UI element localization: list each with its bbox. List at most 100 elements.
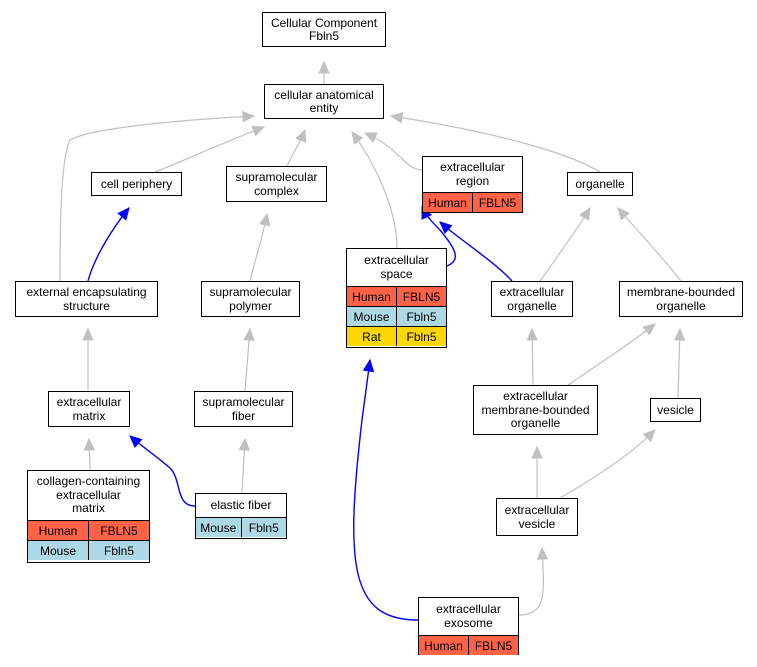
arrowhead-icon xyxy=(318,60,330,74)
edge-extmemb-to-membbound xyxy=(567,323,656,386)
edge-exosome-to-extspace xyxy=(353,359,419,621)
go-term-node-collagen[interactable]: collagen-containing extracellular matrix… xyxy=(27,470,150,563)
go-term-label: extracellular membrane-bounded organelle xyxy=(481,389,590,431)
edge-exosome-to-extvesicle xyxy=(518,547,544,616)
go-term-label: extracellular organelle xyxy=(499,285,565,313)
arrowhead-icon xyxy=(579,206,591,221)
go-term-node-extmatrix[interactable]: extracellular matrix xyxy=(48,391,130,427)
arrowhead-icon xyxy=(259,212,271,227)
go-term-label: organelle xyxy=(575,176,625,191)
gene-cell: Fbln5 xyxy=(88,540,149,560)
go-term-label: membrane-bounded organelle xyxy=(626,285,736,313)
go-term-node-organelle[interactable]: organelle xyxy=(567,172,633,196)
go-term-node-cellper[interactable]: cell periphery xyxy=(91,172,182,196)
edge-extspace-to-cae xyxy=(351,131,398,249)
edge-extvesicle-to-vesicle xyxy=(559,429,656,499)
go-term-node-extmemb[interactable]: extracellular membrane-bounded organelle xyxy=(473,385,598,435)
edge-extorg-to-extregion xyxy=(439,221,513,282)
arrowhead-icon xyxy=(129,435,143,448)
arrowhead-icon xyxy=(673,327,686,341)
go-term-label: supramolecular complex xyxy=(235,170,318,198)
arrowhead-icon xyxy=(295,128,307,143)
edge-membbound-to-organelle xyxy=(617,207,682,282)
edge-extencap-to-cellper xyxy=(87,207,130,282)
arrowhead-icon xyxy=(642,323,656,336)
gene-cell: Fbln5 xyxy=(240,517,286,537)
arrowhead-icon xyxy=(536,546,549,560)
gene-cell: FBLN5 xyxy=(396,286,446,307)
arrowhead-icon xyxy=(242,110,256,123)
go-term-label: supramolecular polymer xyxy=(209,285,292,313)
arrowhead-icon xyxy=(362,358,375,373)
go-term-label: extracellular region xyxy=(440,160,505,188)
gene-cell: FBLN5 xyxy=(88,520,149,541)
go-term-label: extracellular exosome xyxy=(436,602,501,630)
arrowhead-icon xyxy=(531,445,543,459)
species-cell: Mouse xyxy=(28,540,89,560)
go-term-node-extencap[interactable]: external encapsulating structure xyxy=(15,281,158,317)
edge-extorg-to-organelle xyxy=(539,207,591,282)
go-term-node-supropoly[interactable]: supramolecular polymer xyxy=(201,281,300,317)
go-term-label: elastic fiber xyxy=(210,497,272,512)
arrowhead-icon xyxy=(82,327,94,341)
go-term-label: external encapsulating structure xyxy=(26,285,147,313)
go-term-label: extracellular vesicle xyxy=(504,503,570,531)
edge-elastic-to-extmatrix xyxy=(129,435,196,507)
species-cell: Mouse xyxy=(196,517,241,537)
go-term-node-vesicle[interactable]: vesicle xyxy=(650,398,701,422)
species-cell: Human xyxy=(347,286,397,307)
arrowhead-icon xyxy=(238,437,251,451)
gene-cell: FBLN5 xyxy=(472,192,522,212)
go-term-node-extorg[interactable]: extracellular organelle xyxy=(491,281,573,317)
go-term-label: extracellular matrix xyxy=(56,395,122,423)
go-term-label: supramolecular fiber xyxy=(202,395,285,423)
go-term-label: Cellular Component Fbln5 xyxy=(270,15,378,43)
arrowhead-icon xyxy=(526,327,538,341)
arrowhead-icon xyxy=(642,429,656,443)
species-cell: Rat xyxy=(347,326,397,346)
arrowhead-icon xyxy=(117,207,130,221)
go-term-label: cell periphery xyxy=(100,176,173,191)
gene-cell: Fbln5 xyxy=(396,326,446,346)
edge-vesicle-to-membbound xyxy=(677,328,681,399)
gene-cell: Fbln5 xyxy=(396,306,446,327)
go-term-node-supracomplex[interactable]: supramolecular complex xyxy=(226,166,327,202)
species-cell: Human xyxy=(28,520,89,541)
species-cell: Human xyxy=(419,635,469,655)
edge-organelle-to-cae xyxy=(390,115,601,173)
edge-extencap-to-cae xyxy=(59,115,255,282)
go-term-label: extracellular space xyxy=(364,253,429,281)
go-term-node-root[interactable]: Cellular Component Fbln5 xyxy=(262,12,386,47)
gene-cell: FBLN5 xyxy=(468,635,518,655)
arrowhead-icon xyxy=(617,207,630,221)
go-term-label: cellular anatomical entity xyxy=(274,87,374,115)
species-cell: Human xyxy=(423,192,473,212)
arrowhead-icon xyxy=(251,125,266,137)
arrowhead-icon xyxy=(439,221,453,234)
arrowhead-icon xyxy=(83,437,96,451)
arrowhead-icon xyxy=(363,132,378,143)
go-term-node-membbound[interactable]: membrane-bounded organelle xyxy=(619,281,743,317)
go-term-node-extvesicle[interactable]: extracellular vesicle xyxy=(496,498,578,536)
arrowhead-icon xyxy=(243,327,255,341)
arrowhead-icon xyxy=(389,112,404,124)
go-term-node-suprafiber[interactable]: supramolecular fiber xyxy=(194,391,293,427)
go-term-node-cae[interactable]: cellular anatomical entity xyxy=(264,84,384,119)
species-cell: Mouse xyxy=(347,306,397,327)
